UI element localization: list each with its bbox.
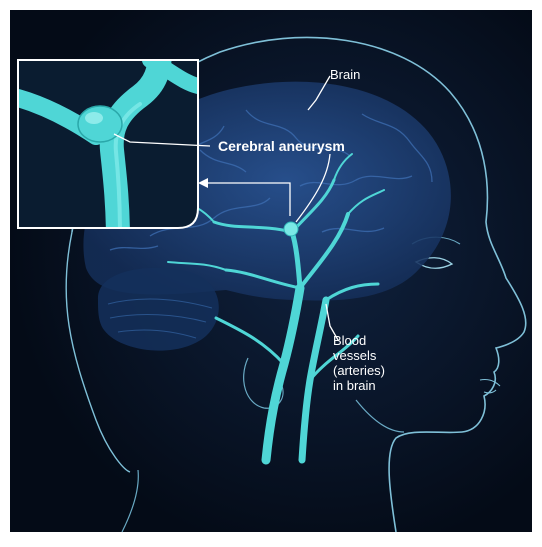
label-brain: Brain [330,67,360,82]
label-blood-vessels-line-4: in brain [333,378,385,393]
cerebellum [98,268,219,351]
inset-magnified-view [18,50,198,240]
label-blood-vessels-line-1: Blood [333,333,385,348]
label-blood-vessels-line-3: (arteries) [333,363,385,378]
label-blood-vessels-line-2: vessels [333,348,385,363]
inset-aneurysm-sac [78,106,122,142]
inset-aneurysm-highlight [85,112,103,124]
label-blood-vessels: Blood vessels (arteries) in brain [333,333,385,393]
label-cerebral-aneurysm: Cerebral aneurysm [218,139,345,154]
aneurysm-bulge [284,222,298,236]
